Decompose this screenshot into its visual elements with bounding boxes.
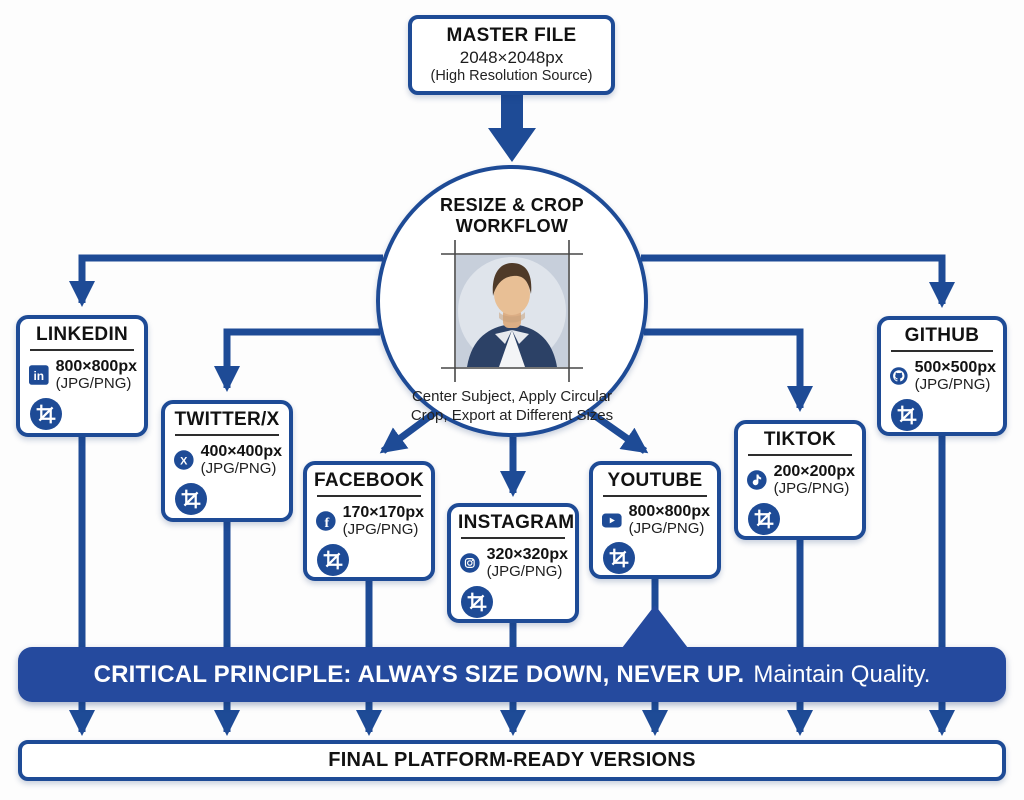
twitter-x-icon: X xyxy=(174,450,194,470)
platform-size: 200×200px xyxy=(773,462,855,480)
banner-bold-text: CRITICAL PRINCIPLE: ALWAYS SIZE DOWN, NE… xyxy=(93,660,745,688)
divider xyxy=(175,434,279,436)
workflow-caption: Center Subject, Apply Circular Crop, Exp… xyxy=(410,388,614,425)
crop-tool-icon xyxy=(461,586,493,618)
platform-size: 170×170px xyxy=(342,503,424,521)
platform-title: FACEBOOK xyxy=(314,470,425,491)
platform-box-tiktok: TIKTOK 200×200px (JPG/PNG) xyxy=(734,420,866,540)
platform-title: GITHUB xyxy=(904,325,980,346)
youtube-icon xyxy=(602,513,622,528)
crop-tool-icon xyxy=(603,542,635,575)
github-icon xyxy=(890,367,908,385)
linkedin-icon: in xyxy=(29,365,49,385)
arrow-to-tiktok xyxy=(644,328,813,412)
divider xyxy=(748,454,852,456)
divider xyxy=(317,495,421,497)
critical-principle-banner: CRITICAL PRINCIPLE: ALWAYS SIZE DOWN, NE… xyxy=(18,605,1006,702)
platform-title: TWITTER/X xyxy=(174,409,280,430)
platform-format: (JPG/PNG) xyxy=(486,562,563,580)
platform-title: TIKTOK xyxy=(763,429,837,450)
divider xyxy=(603,495,707,497)
svg-text:X: X xyxy=(180,455,188,467)
platform-box-linkedin: LINKEDIN in 800×800px (JPG/PNG) xyxy=(16,315,148,437)
banner-notch-triangle xyxy=(622,605,688,648)
master-file-size: 2048×2048px xyxy=(459,47,564,67)
final-versions-title: FINAL PLATFORM-READY VERSIONS xyxy=(328,749,696,771)
divider xyxy=(30,349,134,351)
divider xyxy=(891,350,993,352)
platform-box-youtube: YOUTUBE 800×800px (JPG/PNG) xyxy=(589,461,721,579)
svg-text:in: in xyxy=(33,369,44,383)
platform-box-facebook: FACEBOOK f 170×170px (JPG/PNG) xyxy=(303,461,435,581)
arrow-to-linkedin xyxy=(69,254,383,307)
arrow-to-github xyxy=(641,254,955,308)
master-file-title: MASTER FILE xyxy=(446,25,577,47)
platform-box-github: GITHUB 500×500px (JPG/PNG) xyxy=(877,316,1007,436)
workflow-title: RESIZE & CROP WORKFLOW xyxy=(440,195,584,236)
final-versions-box: FINAL PLATFORM-READY VERSIONS xyxy=(18,740,1006,781)
platform-title: YOUTUBE xyxy=(607,470,703,491)
platform-format: (JPG/PNG) xyxy=(200,459,277,477)
master-file-subtitle: (High Resolution Source) xyxy=(430,67,593,84)
master-file-box: MASTER FILE 2048×2048px (High Resolution… xyxy=(408,15,615,95)
platform-size: 400×400px xyxy=(200,442,282,460)
instagram-icon xyxy=(460,553,480,573)
arrow-to-twitter xyxy=(214,328,380,392)
arrow-to-youtube xyxy=(585,408,649,454)
tiktok-icon xyxy=(747,470,767,490)
platform-size: 800×800px xyxy=(55,357,137,375)
platform-title: INSTAGRAM xyxy=(458,512,575,533)
platform-box-instagram: INSTAGRAM 320×320px (JPG/PNG) xyxy=(447,503,579,623)
platform-format: (JPG/PNG) xyxy=(55,374,132,392)
arrow-to-facebook xyxy=(379,408,440,454)
svg-text:f: f xyxy=(325,515,330,531)
platform-size: 320×320px xyxy=(486,545,568,563)
platform-format: (JPG/PNG) xyxy=(628,519,705,537)
crop-tool-icon xyxy=(175,483,207,515)
platform-size: 800×800px xyxy=(628,503,710,520)
platform-format: (JPG/PNG) xyxy=(773,479,850,497)
crop-tool-icon xyxy=(30,398,62,430)
platform-size: 500×500px xyxy=(914,358,996,376)
crop-tool-icon xyxy=(317,544,349,576)
facebook-icon: f xyxy=(316,511,336,531)
resize-crop-workflow-circle: RESIZE & CROP WORKFLOW xyxy=(376,165,648,437)
crop-tool-icon xyxy=(891,399,923,431)
arrow-master-to-circle xyxy=(488,95,536,162)
crop-tool-icon xyxy=(748,503,780,535)
platform-format: (JPG/PNG) xyxy=(914,375,991,393)
headshot-photo xyxy=(456,255,568,368)
headshot-with-crop-marks xyxy=(441,240,583,383)
banner-regular-text: Maintain Quality. xyxy=(753,660,931,688)
platform-box-twitter-x: TWITTER/X X 400×400px (JPG/PNG) xyxy=(161,400,293,522)
divider xyxy=(461,537,565,539)
platform-format: (JPG/PNG) xyxy=(342,520,419,538)
platform-title: LINKEDIN xyxy=(35,324,129,345)
